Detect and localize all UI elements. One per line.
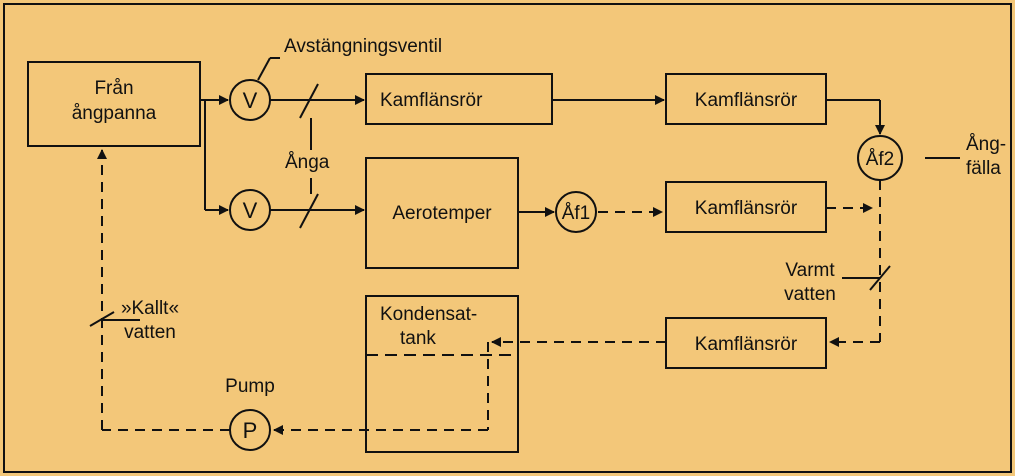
cold-water-line2: vatten — [124, 322, 176, 343]
steam-trap-2-symbol: Åf2 — [866, 149, 895, 170]
box-middle-right-label: Kamflänsrör — [695, 198, 798, 219]
trap-label-line2: fälla — [966, 158, 1001, 179]
condensate-tank-box — [365, 295, 519, 453]
outer-frame — [3, 3, 1012, 473]
steam-label: Ånga — [285, 152, 330, 173]
trap-label-line1: Ång- — [966, 134, 1006, 155]
valve-upper-symbol: V — [243, 88, 258, 113]
steam-trap-1-symbol: Åf1 — [562, 203, 591, 224]
valve-lower-symbol: V — [243, 198, 258, 223]
water-slash-marks — [89, 265, 891, 327]
steam-lines — [200, 57, 960, 229]
cold-water-line1: »Kallt« — [121, 298, 179, 319]
warm-water-line1: Varmt — [785, 260, 835, 281]
box-upper-right-label: Kamflänsrör — [695, 90, 798, 111]
source-box — [27, 61, 201, 147]
pump-symbol: P — [243, 418, 258, 443]
warm-water-line2: vatten — [784, 284, 836, 305]
valve-callout-label: Avstängningsventil — [284, 36, 442, 57]
source-label-line1: Från — [94, 78, 133, 99]
box-lower-right-label: Kamflänsrör — [695, 334, 798, 355]
steam-trap-1 — [555, 191, 597, 233]
source-label-line2: ångpanna — [72, 103, 157, 124]
tank-label-line1: Kondensat- — [380, 304, 477, 325]
condensate-lines — [97, 149, 881, 435]
pump-label: Pump — [225, 376, 275, 397]
box-upper-middle-label: Kamflänsrör — [380, 90, 483, 111]
tank-label-line2: tank — [400, 328, 436, 349]
aerotemper-label: Aerotemper — [392, 203, 492, 224]
